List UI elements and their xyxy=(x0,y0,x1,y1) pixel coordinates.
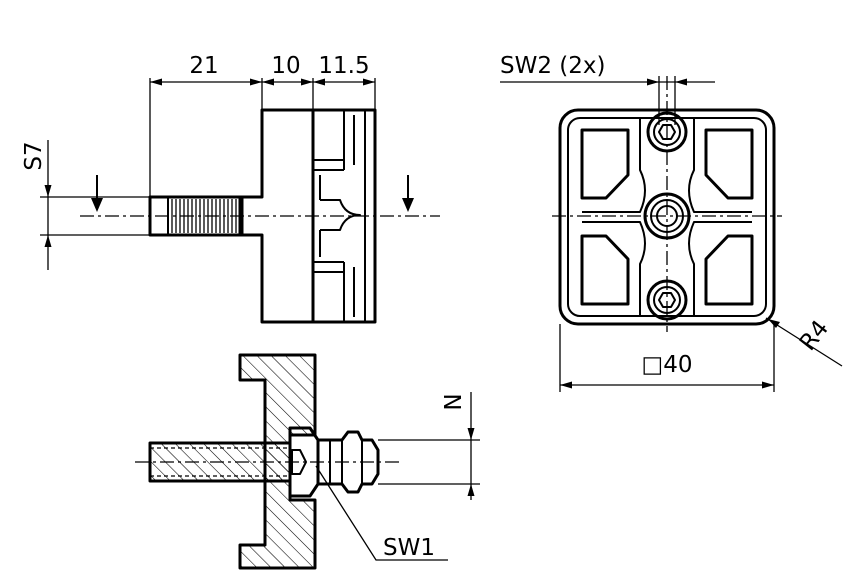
dim-label-21: 21 xyxy=(189,53,218,79)
pocket-top-left xyxy=(580,128,630,200)
screw-hex-socket xyxy=(291,449,307,475)
dim-label-11-5: 11.5 xyxy=(318,53,369,79)
square-outline xyxy=(558,108,776,326)
web-line xyxy=(582,118,646,213)
top-view: SW2 (2x) □40 R4 xyxy=(500,53,843,392)
dim-label-sw2: SW2 (2x) xyxy=(500,53,605,79)
dim-label-n: N xyxy=(441,393,467,410)
pocket-bottom-left xyxy=(580,234,630,306)
dim-label-40: □40 xyxy=(642,352,693,378)
nut-outline xyxy=(316,430,380,494)
side-body-outline xyxy=(238,108,377,324)
pocket-top-right xyxy=(704,128,754,200)
leader-r4 xyxy=(765,317,843,367)
web-line xyxy=(688,118,752,213)
dim-label-10: 10 xyxy=(271,53,300,79)
leader-sw1 xyxy=(315,465,448,561)
dim-label-s7: S7 xyxy=(21,141,47,170)
cap-notch xyxy=(320,199,361,231)
web-line xyxy=(688,221,752,316)
web-line xyxy=(582,221,646,316)
dim-label-sw1: SW1 xyxy=(383,535,435,561)
section-view: N SW1 xyxy=(135,353,480,570)
side-view: 21 10 11.5 S7 xyxy=(21,53,440,324)
pocket-bottom-right xyxy=(704,234,754,306)
dim-label-r4: R4 xyxy=(795,316,834,356)
